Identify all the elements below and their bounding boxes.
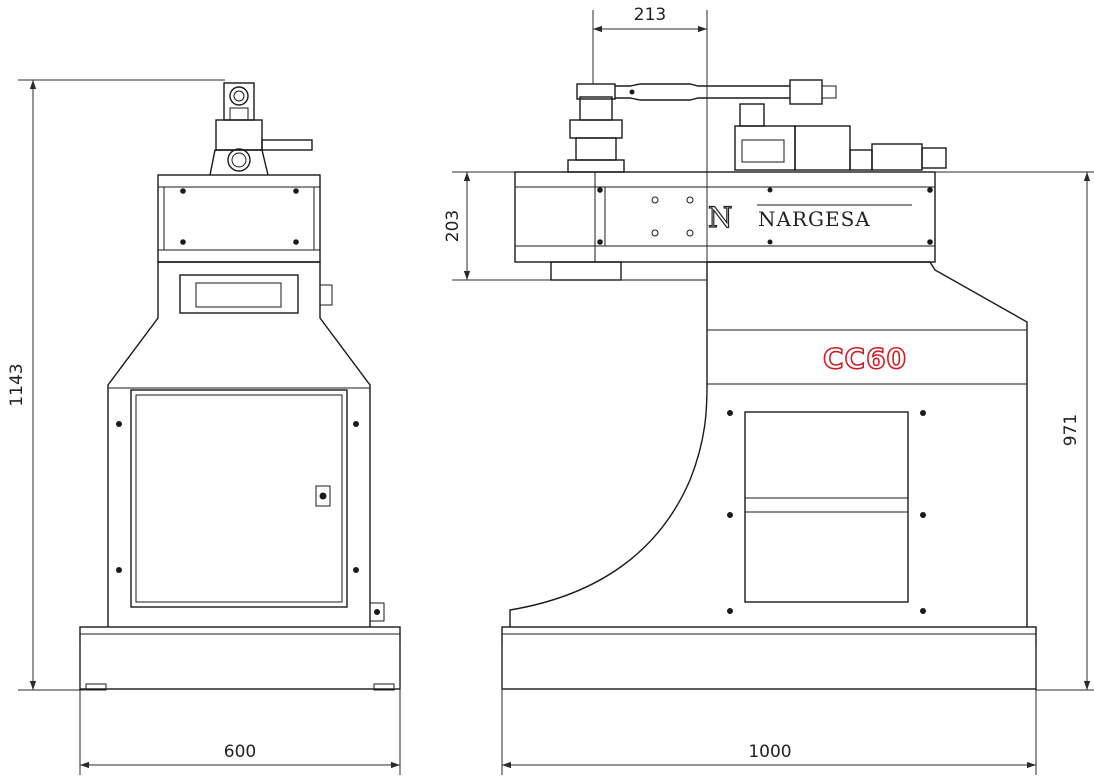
head-height-dimension: 203	[443, 171, 551, 281]
dim-total-height: 1143	[7, 363, 27, 406]
side-body	[509, 261, 1028, 627]
model-name: CC60	[823, 342, 907, 375]
front-head	[157, 82, 321, 263]
dim-side-width: 1000	[748, 742, 791, 762]
dim-front-width: 600	[224, 742, 256, 762]
dim-arm-offset: 213	[634, 5, 666, 25]
side-base	[501, 626, 1037, 690]
side-view: N NARGESA CC60	[501, 79, 1037, 690]
brand-logo: N NARGESA	[707, 200, 912, 235]
front-width-dimension: 600	[79, 645, 401, 775]
cabinet-door	[130, 389, 348, 608]
side-head	[514, 79, 947, 281]
foot-switch-icon	[369, 602, 385, 622]
front-cabinet	[107, 261, 385, 627]
dim-side-height: 971	[1061, 414, 1081, 446]
brand-initial: N	[708, 201, 733, 234]
dim-head-height: 203	[443, 210, 463, 242]
front-height-dimension: 1143	[7, 79, 225, 691]
side-height-dimension: 971	[935, 171, 1094, 691]
side-window	[744, 411, 909, 603]
front-view	[79, 82, 401, 691]
brand-name: NARGESA	[758, 207, 871, 231]
door-lock-icon	[315, 485, 331, 507]
front-base	[79, 626, 401, 691]
arm-offset-dimension: 213	[592, 5, 708, 262]
side-width-dimension: 1000	[501, 645, 1037, 775]
display-window	[179, 274, 299, 314]
